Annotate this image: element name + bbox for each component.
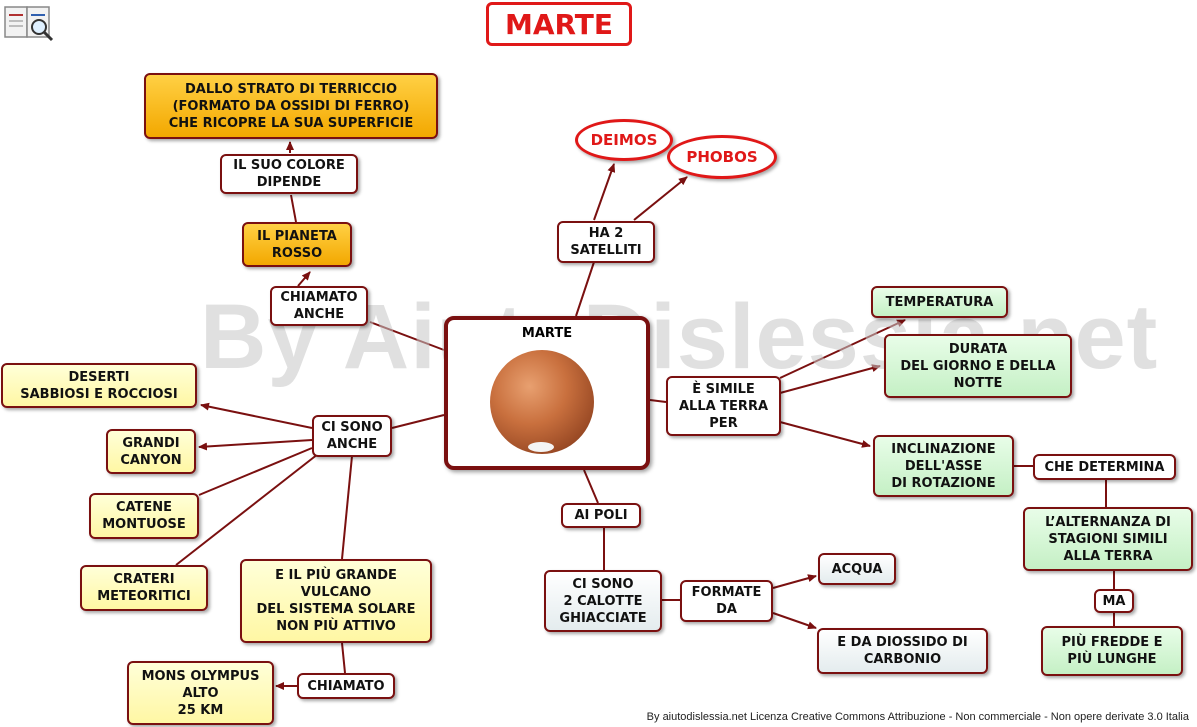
node-durata[interactable]: DURATA DEL GIORNO E DELLA NOTTE <box>884 334 1072 398</box>
link-satelliti-deimos <box>593 163 616 221</box>
mars-planet-image <box>490 350 594 454</box>
book-magnifier-icon[interactable] <box>3 3 55 43</box>
link-cisono-catene <box>198 447 313 496</box>
page-title: MARTE <box>486 2 632 46</box>
link-center-cisono <box>391 414 445 429</box>
link-center-chiamato <box>369 321 445 351</box>
node-che-determina[interactable]: CHE DETERMINA <box>1033 454 1176 480</box>
link-vulcano-chiamato <box>341 642 346 674</box>
link-formate-diossido <box>772 612 817 630</box>
node-deimos[interactable]: DEIMOS <box>575 119 673 161</box>
node-crateri[interactable]: CRATERI METEORITICI <box>80 565 208 611</box>
node-calotte[interactable]: CI SONO 2 CALOTTE GHIACCIATE <box>544 570 662 632</box>
node-ha-2-satelliti[interactable]: HA 2 SATELLITI <box>557 221 655 263</box>
link-cisono-canyon <box>198 439 313 451</box>
node-simile-alla-terra[interactable]: È SIMILE ALLA TERRA PER <box>666 376 781 436</box>
link-simile-temperatura <box>779 319 906 379</box>
link-simile-durata <box>779 364 881 394</box>
link-simile-inclinazione <box>779 421 871 448</box>
node-vulcano[interactable]: E IL PIÙ GRANDE VULCANO DEL SISTEMA SOLA… <box>240 559 432 643</box>
link-cisono-crateri <box>175 453 319 566</box>
node-piu-fredde[interactable]: PIÙ FREDDE E PIÙ LUNGHE <box>1041 626 1183 676</box>
node-inclinazione[interactable]: INCLINAZIONE DELL'ASSE DI ROTAZIONE <box>873 435 1014 497</box>
node-ci-sono-anche[interactable]: CI SONO ANCHE <box>312 415 392 457</box>
node-ma[interactable]: MA <box>1094 589 1134 613</box>
node-grandi-canyon[interactable]: GRANDI CANYON <box>106 429 196 474</box>
license-footer: By aiutodislessia.net Licenza Creative C… <box>646 711 1189 723</box>
node-phobos[interactable]: PHOBOS <box>667 135 777 179</box>
center-node[interactable]: MARTE <box>444 316 650 470</box>
node-ai-poli[interactable]: AI POLI <box>561 503 641 528</box>
node-alternanza[interactable]: L’ALTERNANZA DI STAGIONI SIMILI ALLA TER… <box>1023 507 1193 571</box>
link-center-satelliti <box>575 261 595 317</box>
link-formate-acqua <box>772 574 817 589</box>
node-il-suo-colore[interactable]: IL SUO COLORE DIPENDE <box>220 154 358 194</box>
node-diossido[interactable]: E DA DIOSSIDO DI CARBONIO <box>817 628 988 674</box>
node-acqua[interactable]: ACQUA <box>818 553 896 585</box>
node-mons-olympus[interactable]: MONS OLYMPUS ALTO 25 KM <box>127 661 274 725</box>
node-dallo-strato[interactable]: DALLO STRATO DI TERRICCIO (FORMATO DA OS… <box>144 73 438 139</box>
link-chiamato-rosso <box>297 271 311 287</box>
link-satelliti-phobos <box>633 176 688 221</box>
link-center-poli <box>583 469 599 504</box>
node-formate-da[interactable]: FORMATE DA <box>680 580 773 622</box>
link-rosso-colore <box>290 194 297 223</box>
link-cisono-deserti <box>200 402 313 429</box>
node-temperatura[interactable]: TEMPERATURA <box>871 286 1008 318</box>
center-label: MARTE <box>521 326 573 341</box>
link-cisono-vulcano <box>341 455 353 560</box>
link-center-simile <box>649 399 667 403</box>
node-chiamato[interactable]: CHIAMATO <box>297 673 395 699</box>
node-il-pianeta-rosso[interactable]: IL PIANETA ROSSO <box>242 222 352 267</box>
node-catene-montuose[interactable]: CATENE MONTUOSE <box>89 493 199 539</box>
node-chiamato-anche[interactable]: CHIAMATO ANCHE <box>270 286 368 326</box>
polar-cap <box>528 442 554 452</box>
node-deserti[interactable]: DESERTI SABBIOSI E ROCCIOSI <box>1 363 197 408</box>
